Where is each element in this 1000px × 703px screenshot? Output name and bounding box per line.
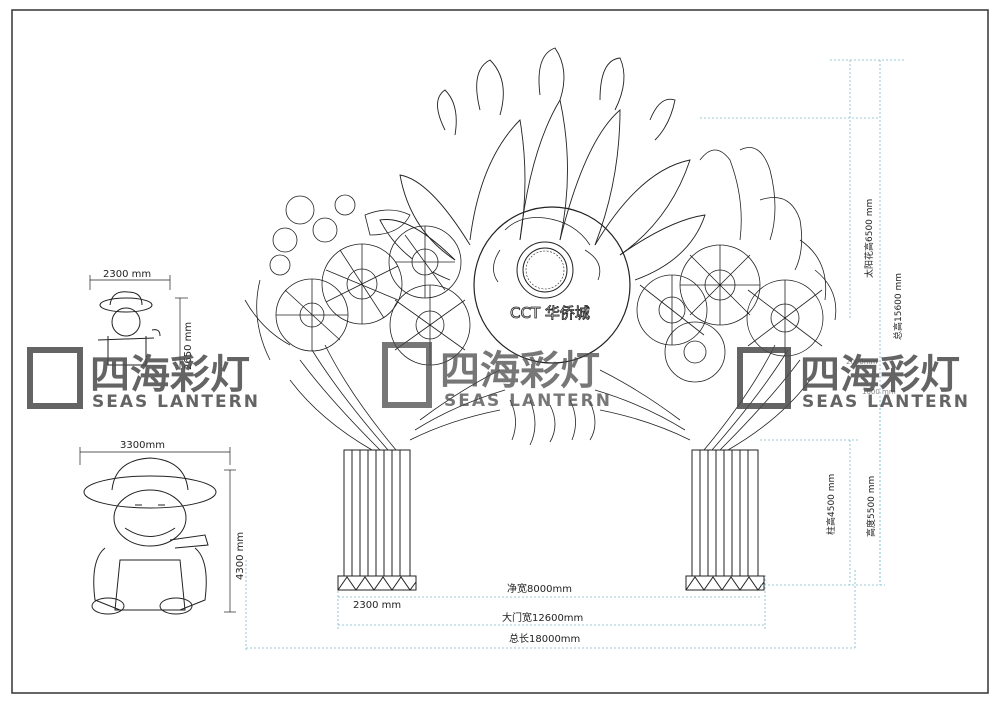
scarecrow-height-label: 2650 mm [183, 322, 194, 370]
farmer-width-label: 3300mm [120, 440, 165, 451]
left-flower-cluster [244, 194, 471, 366]
clear-width-label: 净宽8000mm [507, 582, 572, 595]
watermark-center: 四海彩灯 SEAS LANTERN [382, 342, 612, 411]
watermark-en-right: SEAS LANTERN [802, 392, 970, 412]
watermark-cn-center: 四海彩灯 [440, 348, 600, 394]
pillar-height-label: 柱高4500 mm [825, 474, 837, 535]
small-dimension-label-2: 1000 mm [862, 388, 896, 396]
clearance-height-label: 高度5500 mm [865, 476, 877, 537]
watermark-left: 四海彩灯 SEAS LANTERN [27, 347, 260, 412]
farmer-height-label: 4300 mm [235, 532, 246, 580]
sun-flower-height-label: 太阳花高6500 mm [863, 199, 875, 278]
scarecrow-figure [89, 275, 188, 370]
sun-disc: CCT 华侨城 [473, 206, 631, 364]
right-pillar [685, 449, 765, 591]
total-length-label: 总长18000mm [509, 632, 580, 645]
scarecrow-width-label: 2300 mm [103, 269, 151, 280]
total-height-label: 总高15600 mm [892, 273, 904, 340]
watermark-cn-right: 四海彩灯 [800, 352, 960, 398]
small-dimension-label-1: 2000mm [846, 358, 878, 366]
gate-width-label: 大门宽12600mm [502, 611, 583, 624]
watermark-en-center: SEAS LANTERN [444, 391, 612, 411]
watermark-right: 四海彩灯 SEAS LANTERN [737, 347, 970, 412]
wheat-sheaves [289, 344, 811, 451]
vertical-dimensions [700, 59, 905, 586]
farmer-figure [79, 447, 236, 615]
pillar-base-width-label: 2300 mm [353, 600, 401, 611]
drawing-frame [11, 9, 989, 694]
watermark-cn-left: 四海彩灯 [90, 352, 250, 398]
left-pillar [337, 449, 417, 591]
sunflower-crown [379, 47, 706, 281]
logo-text: CCT 华侨城 [510, 304, 590, 322]
watermark-en-left: SEAS LANTERN [92, 392, 260, 412]
right-flower-cluster [636, 147, 837, 383]
